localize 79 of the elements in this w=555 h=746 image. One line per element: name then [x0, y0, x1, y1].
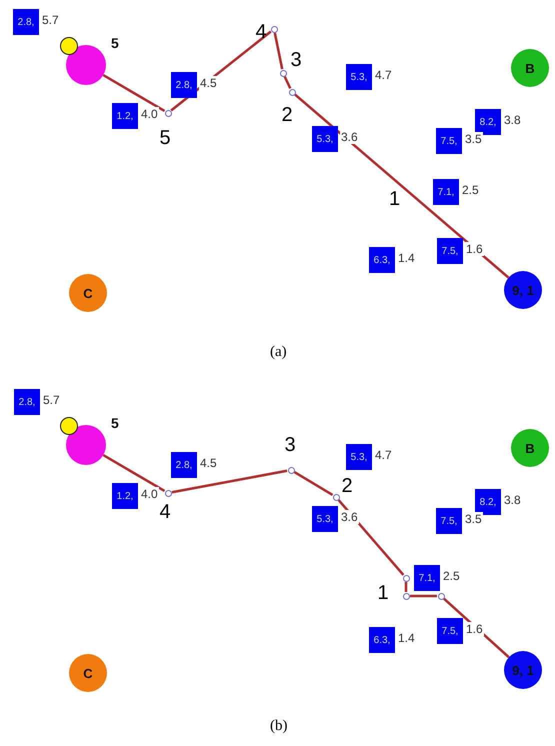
- coordinate-label: 1.4: [397, 631, 416, 645]
- coordinate-label: 3.5: [464, 512, 483, 526]
- path-segment: [102, 454, 166, 492]
- coordinate-text: 7.1,: [418, 572, 436, 584]
- coordinate-label: 5: [110, 415, 120, 431]
- waypoint-number: 1: [389, 188, 400, 211]
- target-circle: [69, 654, 107, 692]
- coordinate-label: 4.0: [140, 487, 159, 501]
- waypoint-number: 3: [284, 434, 296, 456]
- coordinate-label: 2.5: [461, 183, 480, 197]
- coordinate-label: 4.5: [199, 456, 218, 470]
- circle-label: B: [525, 60, 535, 76]
- waypoint-number: 5: [160, 126, 171, 150]
- waypoint-marker: [438, 592, 444, 600]
- waypoint-number: 2: [342, 474, 353, 498]
- circle-label: C: [83, 286, 93, 300]
- waypoint-number: 3: [290, 48, 302, 72]
- coordinate-label: 4.5: [199, 76, 218, 90]
- path-segment: [404, 582, 408, 592]
- coordinate-text: 8.2,: [480, 496, 496, 508]
- target-circle: [504, 271, 542, 309]
- coordinate-text: 7.5,: [442, 626, 458, 636]
- circle-label: B: [525, 440, 535, 456]
- coordinate-text: 5.3,: [350, 452, 368, 462]
- target-circle: [504, 651, 542, 689]
- coordinate-label: 3.8: [503, 113, 522, 127]
- waypoint-number: 4: [256, 20, 267, 44]
- path-segment: [294, 94, 510, 279]
- coordinate-label: 1.6: [465, 622, 484, 636]
- coordinate-text: 5.3,: [316, 134, 334, 144]
- coordinate-text: 7.5,: [440, 516, 458, 526]
- path-segment: [172, 470, 288, 494]
- coordinate-label: 5: [110, 35, 120, 51]
- coordinate-label: 3.6: [340, 510, 359, 524]
- path-segment: [338, 499, 404, 576]
- coordinate-text: 5.3,: [316, 514, 334, 524]
- coordinate-text: 7.5,: [442, 246, 458, 256]
- target-circle: [69, 274, 107, 312]
- circle-label: C: [83, 666, 93, 680]
- coordinate-label: 2.5: [442, 569, 461, 583]
- path-segment: [410, 594, 437, 598]
- coordinate-label: 1.6: [465, 242, 484, 256]
- path-segment: [274, 32, 284, 70]
- coordinate-text: 1.2,: [116, 110, 134, 122]
- circle-label: 9, 1: [512, 282, 534, 298]
- circle-label: 9, 1: [512, 662, 534, 678]
- path-segment: [294, 470, 334, 496]
- coordinate-label: 3.5: [464, 132, 483, 146]
- panel-caption: (b): [270, 718, 288, 735]
- panel-caption: (a): [270, 344, 287, 361]
- target-circle: [511, 49, 549, 87]
- coordinate-label: 3.8: [503, 493, 522, 507]
- coordinate-label: 4.7: [374, 448, 393, 462]
- coordinate-label: 5.7: [41, 13, 60, 27]
- coordinate-label: 1.4: [397, 251, 416, 265]
- coordinate-text: 8.2,: [480, 116, 496, 128]
- coordinate-label: 5.7: [42, 393, 61, 407]
- target-circle: [511, 429, 549, 467]
- waypoint-marker: [402, 574, 410, 582]
- coordinate-text: 5.3,: [350, 72, 368, 82]
- path-segment: [443, 598, 510, 658]
- coordinate-label: 3.6: [340, 130, 359, 144]
- coordinate-text: 1.2,: [116, 490, 134, 502]
- path-segment: [102, 74, 166, 112]
- coordinate-label: 4.7: [374, 68, 393, 82]
- path-segment: [170, 30, 272, 112]
- path-segment: [284, 76, 292, 89]
- coordinate-label: 4.0: [140, 107, 159, 121]
- coordinate-text: 7.1,: [438, 186, 454, 198]
- coordinate-text: 2.8,: [18, 396, 36, 408]
- coordinate-text: 2.8,: [176, 80, 192, 90]
- waypoint-number: 2: [282, 104, 293, 126]
- coordinate-text: 2.8,: [18, 16, 34, 28]
- coordinate-text: 7.5,: [440, 136, 458, 146]
- waypoint-number: 1: [378, 582, 389, 604]
- coordinate-text: 2.8,: [176, 460, 192, 470]
- coordinate-text: 6.3,: [374, 634, 390, 646]
- waypoint-number: 4: [160, 500, 171, 524]
- coordinate-text: 6.3,: [374, 254, 390, 266]
